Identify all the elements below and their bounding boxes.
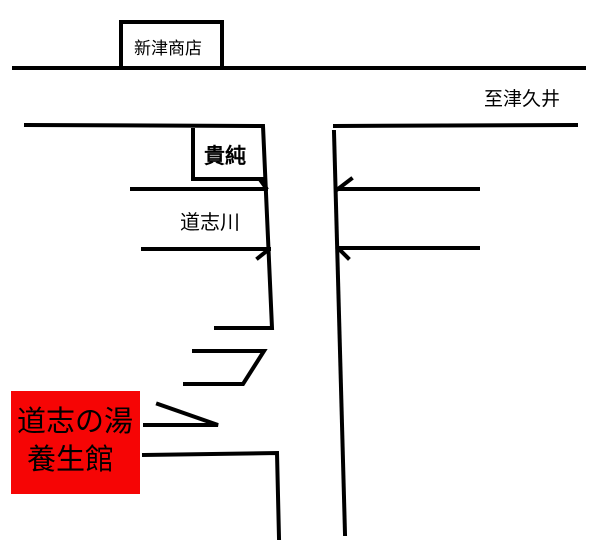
bridge-tick [255,247,271,261]
entrance-arrow [143,401,219,427]
destination-name-line1: 道志の湯 [17,404,134,438]
destination-name-line2: 養生館 [27,442,115,476]
shop-label: 新津商店 [134,39,202,59]
road-right-edge [331,129,348,537]
shop-box [119,20,224,70]
destination-marker: 道志の湯 養生館 [11,391,140,494]
kijun-label: 貴純 [204,144,246,168]
road-bend [183,349,268,386]
kijun-box [191,128,266,181]
bridge-tick [335,245,351,261]
direction-label: 至津久井 [484,88,561,110]
road-right-top-edge [332,122,579,129]
river-label: 道志川 [180,210,240,234]
bridge-tick [258,178,269,191]
bridge-tick [335,176,354,192]
access-road [141,450,282,541]
road-left-edge [23,122,275,330]
